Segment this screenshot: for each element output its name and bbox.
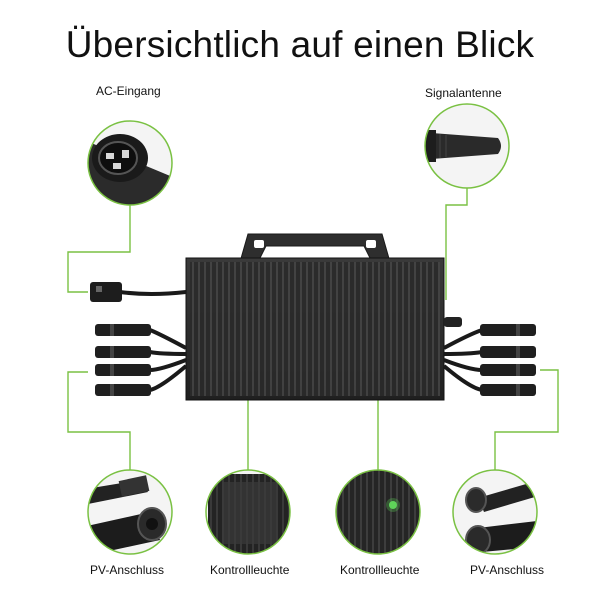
label-status-light-right: Kontrollleuchte — [340, 563, 420, 577]
label-pv-connector-left: PV-Anschluss — [90, 563, 165, 577]
callout-lines — [67, 188, 559, 470]
zoom-circle-status-light-left — [205, 469, 291, 555]
label-status-light-left: Kontrollleuchte — [210, 563, 290, 577]
microinverter-device — [90, 233, 536, 401]
page-title: Übersichtlich auf einen Blick — [65, 24, 535, 65]
label-ac-input: AC-Eingang — [96, 84, 161, 98]
zoom-circle-pv-left — [87, 469, 173, 555]
zoom-circle-ac-input — [87, 120, 173, 206]
label-pv-connector-right: PV-Anschluss — [470, 563, 545, 577]
zoom-circle-pv-right — [452, 469, 538, 555]
zoom-circle-status-light-right — [335, 469, 421, 555]
zoom-circle-antenna — [424, 103, 510, 189]
label-signal-antenna: Signalantenne — [425, 86, 502, 100]
